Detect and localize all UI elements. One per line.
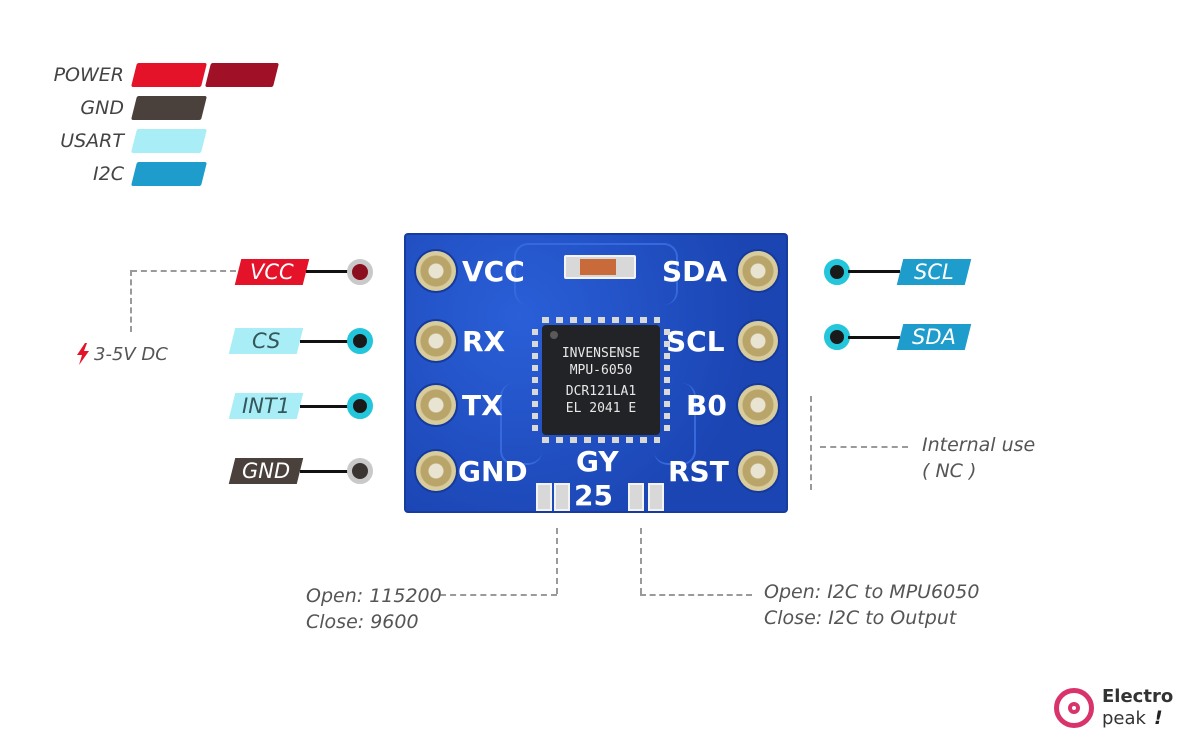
chip-pin1-marker — [550, 331, 558, 339]
electropeak-logo: Electro peak ! — [1054, 684, 1190, 734]
i2c-leader-horizontal — [640, 594, 752, 596]
internal-bracket — [810, 396, 812, 490]
silk-label-tx: TX — [462, 389, 503, 422]
legend-swatch-usart — [131, 129, 207, 153]
logo-exclamation: ! — [1154, 707, 1163, 729]
silk-label-rst: RST — [668, 455, 729, 488]
pin-tag-scl: SCL — [896, 259, 972, 285]
chip-pins-left — [532, 329, 538, 433]
silk-model-top: GY — [576, 445, 619, 478]
pcb-trace — [654, 383, 696, 465]
wire-scl — [848, 270, 900, 273]
jumper-pad — [554, 483, 570, 511]
pad-rst — [738, 451, 778, 491]
pin-tag-int1: INT1 — [228, 393, 304, 419]
internal-leader — [820, 446, 908, 448]
logo-text-line2: peak — [1102, 708, 1146, 729]
silk-label-vcc: VCC — [462, 255, 525, 288]
internal-note-line2: ( NC ) — [922, 460, 977, 482]
pin-dot-cs — [347, 328, 373, 354]
smd-resistor — [564, 255, 636, 279]
lightning-icon — [76, 343, 90, 369]
legend-swatch-i2c — [131, 162, 207, 186]
chip-text-line: MPU-6050 — [569, 363, 633, 378]
legend-label-power: POWER — [53, 64, 124, 86]
pin-tag-sda: SDA — [896, 324, 972, 350]
silk-label-rx: RX — [462, 325, 506, 358]
chip-pins-right — [664, 329, 670, 433]
i2c-note-line2: Close: I2C to Output — [764, 607, 957, 629]
mpu6050-chip: INVENSENSE MPU-6050 DCR121LA1 EL 2041 E — [542, 325, 660, 435]
legend-label-gnd: GND — [80, 97, 124, 119]
wire-gnd — [300, 470, 350, 473]
chip-text-line: EL 2041 E — [565, 401, 637, 416]
jumper-pad — [648, 483, 664, 511]
wire-sda — [848, 336, 900, 339]
power-note: 3-5V DC — [94, 344, 168, 365]
pin-tag-vcc: VCC — [234, 259, 310, 285]
legend-swatch-power-1 — [131, 63, 207, 87]
silk-label-b0: B0 — [686, 389, 727, 422]
baud-note-line2: Close: 9600 — [306, 611, 419, 633]
legend-label-usart: USART — [60, 130, 124, 152]
pcb-trace — [500, 383, 542, 465]
jumper-pad — [628, 483, 644, 511]
gy25-board: VCC RX TX GND SDA SCL B0 RST INVENSENSE … — [404, 233, 788, 513]
electropeak-logo-icon — [1054, 688, 1094, 728]
silk-model-bottom: 25 — [574, 479, 613, 512]
pad-b0 — [738, 385, 778, 425]
logo-text-line1: Electro — [1102, 686, 1174, 707]
pin-dot-sda — [824, 324, 850, 350]
chip-pins-bottom — [542, 437, 660, 443]
pad-scl — [738, 321, 778, 361]
silk-label-gnd: GND — [458, 455, 528, 488]
wire-vcc — [306, 270, 350, 273]
pad-sda — [738, 251, 778, 291]
i2c-note-line1: Open: I2C to MPU6050 — [764, 581, 980, 603]
pin-dot-vcc — [347, 259, 373, 285]
pin-dot-int1 — [347, 393, 373, 419]
chip-text-line: DCR121LA1 — [565, 384, 637, 399]
chip-text-line: INVENSENSE — [561, 346, 641, 361]
silk-label-scl: SCL — [666, 325, 725, 358]
internal-note-line1: Internal use — [922, 434, 1036, 456]
legend-label-i2c: I2C — [93, 163, 124, 185]
pad-tx — [416, 385, 456, 425]
legend-swatch-gnd — [131, 96, 207, 120]
i2c-leader-vertical — [640, 528, 642, 594]
jumper-pad — [536, 483, 552, 511]
pin-tag-cs: CS — [228, 328, 304, 354]
legend-swatch-power-2 — [205, 63, 279, 87]
vcc-leader-horizontal — [131, 270, 236, 272]
baud-note-line1: Open: 115200 — [306, 585, 442, 607]
pad-gnd — [416, 451, 456, 491]
pad-vcc — [416, 251, 456, 291]
baud-leader-horizontal — [440, 594, 557, 596]
pin-dot-scl — [824, 259, 850, 285]
silk-label-sda: SDA — [662, 255, 728, 288]
vcc-leader-vertical — [130, 270, 132, 332]
chip-pins-top — [542, 317, 660, 323]
wire-cs — [300, 340, 350, 343]
baud-leader-vertical — [556, 528, 558, 594]
pin-tag-gnd: GND — [228, 458, 304, 484]
wire-int1 — [300, 405, 350, 408]
pcb-trace — [514, 243, 678, 305]
pad-rx — [416, 321, 456, 361]
pin-dot-gnd — [347, 458, 373, 484]
